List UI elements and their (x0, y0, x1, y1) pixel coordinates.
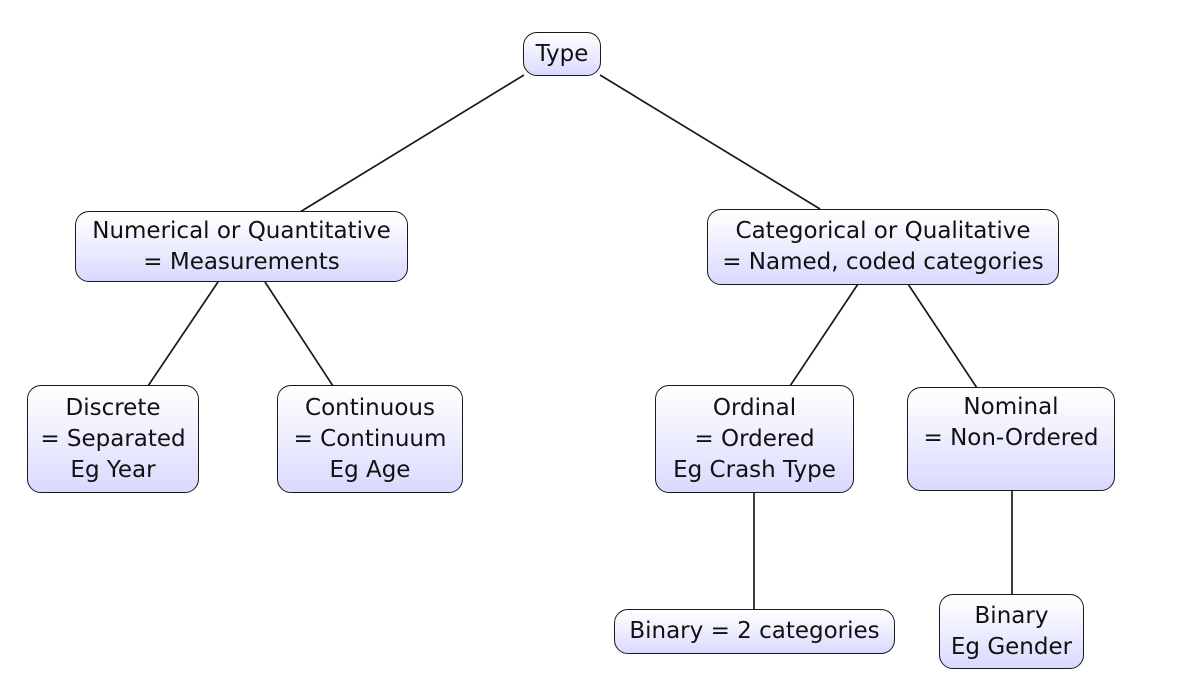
node-discrete-line-3: Eg Year (70, 456, 156, 483)
node-numerical-line-2: = Measurements (143, 248, 340, 275)
node-continuous-line-1: Continuous (305, 394, 435, 421)
edge-categorical-ordinal (789, 283, 859, 387)
node-continuous-line-3: Eg Age (329, 456, 411, 483)
node-discrete-line-2: = Separated (40, 425, 186, 452)
node-numerical: Numerical or Quantitative = Measurements (75, 211, 408, 282)
node-type: Type (523, 32, 601, 76)
node-binary-nominal: Binary Eg Gender (939, 594, 1084, 669)
edge-type-numerical (299, 74, 525, 213)
node-continuous: Continuous = Continuum Eg Age (277, 385, 463, 493)
edge-numerical-discrete (147, 281, 219, 387)
node-categorical-line-2: = Named, coded categories (722, 249, 1044, 275)
node-ordinal-line-3: Eg Crash Type (673, 456, 836, 483)
node-categorical: Categorical or Qualitative = Named, code… (707, 209, 1059, 285)
node-ordinal-line-1: Ordinal (712, 394, 797, 421)
node-binary-ordinal: Binary = 2 categories (614, 609, 895, 654)
node-discrete-line-1: Discrete (65, 394, 161, 421)
node-binary-nominal-line-1: Binary (974, 602, 1049, 629)
node-discrete: Discrete = Separated Eg Year (27, 385, 199, 493)
node-nominal-line-1: Nominal (963, 394, 1059, 420)
edge-type-categorical (599, 74, 821, 210)
node-ordinal-line-2: = Ordered (694, 425, 815, 452)
node-nominal: Nominal = Non-Ordered (907, 387, 1115, 491)
node-numerical-line-1: Numerical or Quantitative (92, 217, 391, 244)
edge-numerical-continuous (264, 281, 334, 387)
node-continuous-line-2: = Continuum (293, 425, 447, 452)
node-binary-nominal-line-2: Eg Gender (950, 633, 1073, 660)
node-categorical-line-1: Categorical or Qualitative (735, 218, 1031, 244)
node-ordinal: Ordinal = Ordered Eg Crash Type (655, 385, 854, 493)
edge-categorical-nominal (907, 283, 978, 389)
node-type-line-1: Type (535, 40, 589, 67)
node-binary-ordinal-line-1: Binary = 2 categories (629, 618, 880, 644)
node-nominal-line-2: = Non-Ordered (923, 425, 1099, 451)
